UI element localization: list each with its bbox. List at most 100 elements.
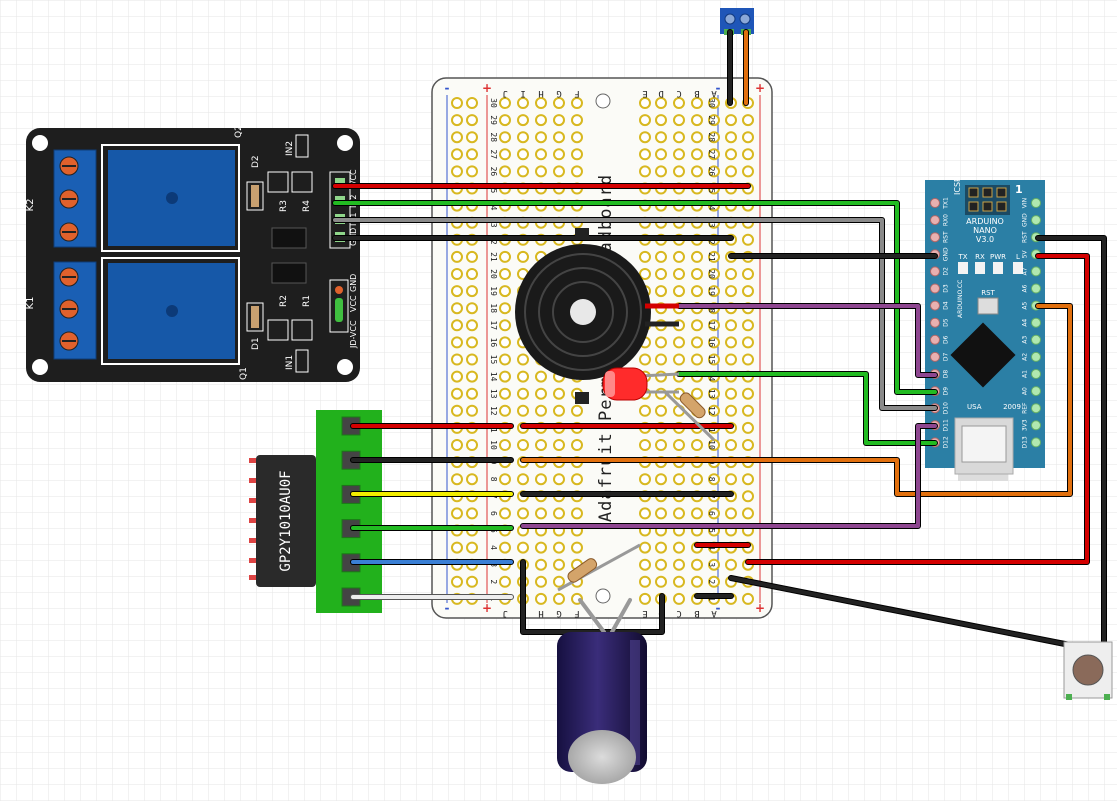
resistor-lead xyxy=(663,390,716,442)
nano-pin-left xyxy=(930,317,940,328)
buzzer-ring xyxy=(538,267,628,357)
buzzer-ring xyxy=(524,253,642,371)
breadboard-hole xyxy=(535,592,547,605)
row-number-left: 2 xyxy=(489,579,498,584)
breadboard-hole xyxy=(673,592,685,605)
push-button[interactable] xyxy=(1063,641,1113,700)
wire-red-5v[interactable] xyxy=(746,254,1089,564)
breadboard-hole xyxy=(535,148,547,161)
row-letter-top: B xyxy=(694,88,699,98)
row-number-left: 10 xyxy=(489,440,498,450)
nano-pin-right xyxy=(1031,317,1041,328)
relay-mark xyxy=(166,192,178,204)
relay-mark xyxy=(166,305,178,317)
breadboard-hole xyxy=(451,575,463,588)
breadboard-hole xyxy=(451,148,463,161)
breadboard-hole xyxy=(742,319,754,332)
breadboard-hole xyxy=(571,404,583,417)
breadboard-hole xyxy=(742,421,754,434)
wire-black-button[interactable] xyxy=(729,576,1072,647)
nano-pin-label-left: D10 xyxy=(943,402,950,414)
row-number-right: 3 xyxy=(707,562,716,567)
breadboard-hole xyxy=(708,97,720,109)
nano-pin-right xyxy=(1031,215,1041,226)
electrolytic-capacitor xyxy=(557,632,647,784)
breadboard-hole xyxy=(708,250,720,263)
breadboard-hole xyxy=(466,507,478,520)
row-number-left: 19 xyxy=(489,286,498,296)
breadboard-hole xyxy=(451,541,463,554)
buzzer-ring xyxy=(552,281,614,343)
nano-pin-label-right: GND xyxy=(1022,213,1029,227)
breadboard-hole xyxy=(553,97,565,109)
breadboard-hole xyxy=(673,439,685,451)
row-number-right: 19 xyxy=(707,286,716,296)
wires xyxy=(332,29,1107,648)
breadboard-hole xyxy=(708,165,720,178)
nano-pin-label-left: D11 xyxy=(943,419,950,431)
breadboard-hole xyxy=(466,285,478,298)
row-letter-top: F xyxy=(574,88,579,98)
row-number-right: 15 xyxy=(707,355,716,365)
button-cap[interactable] xyxy=(1072,654,1104,686)
breadboard-hole xyxy=(655,575,667,588)
breadboard-hole xyxy=(639,114,651,127)
wire-green-led[interactable] xyxy=(677,372,937,445)
breadboard-hole xyxy=(499,353,511,366)
wire-orange-a5[interactable] xyxy=(521,304,1072,496)
breadboard-hole xyxy=(673,575,685,588)
breadboard-hole xyxy=(673,97,685,109)
breadboard-hole xyxy=(639,507,651,520)
rail-sign: + xyxy=(755,601,765,615)
breadboard-hole xyxy=(517,387,529,400)
nano-pin-right xyxy=(1031,386,1041,397)
sensor-body xyxy=(256,455,316,587)
breadboard-hole xyxy=(517,370,529,383)
breadboard-hole xyxy=(691,97,703,109)
row-number-right: 16 xyxy=(707,338,716,348)
relay-module: K2 K1 Q2 D2 IN2 R3 R4 R2 R1 D1 Q1 IN1 VC… xyxy=(25,125,360,382)
breadboard-hole xyxy=(655,114,667,127)
nano-pin-label-right: D13 xyxy=(1022,436,1029,448)
wire-green-in2[interactable] xyxy=(333,201,937,394)
wire-purple-buzzer[interactable] xyxy=(677,304,937,377)
breadboard-hole xyxy=(466,439,478,451)
breadboard-hole xyxy=(535,558,547,571)
button-pin xyxy=(1066,694,1072,700)
breadboard-hole xyxy=(535,114,547,127)
rail-sign: - xyxy=(716,81,721,95)
row-number-left: 27 xyxy=(489,149,498,159)
breadboard-hole xyxy=(708,148,720,161)
breadboard-hole xyxy=(499,148,511,161)
breadboard-hole xyxy=(725,319,737,332)
sensor-connector-pins xyxy=(249,458,256,580)
screw xyxy=(739,13,751,25)
breadboard-hole xyxy=(691,353,703,366)
row-number-left: 16 xyxy=(489,338,498,348)
label-r3: R3 xyxy=(279,200,289,212)
breadboard-hole xyxy=(655,148,667,161)
breadboard-hole xyxy=(553,558,565,571)
wire-purple-sensor[interactable] xyxy=(521,424,937,528)
breadboard-hole xyxy=(499,319,511,332)
row-number-left: 17 xyxy=(489,320,498,330)
breadboard-hole xyxy=(725,165,737,178)
nano-pin-label-right: VIN xyxy=(1022,198,1029,208)
breadboard-hole xyxy=(708,387,720,400)
nano-pin-label-right: RST xyxy=(1022,231,1029,243)
reset-button[interactable] xyxy=(977,297,999,315)
breadboard-hole xyxy=(535,575,547,588)
row-number-left: 14 xyxy=(489,372,498,382)
row-number-right: 20 xyxy=(707,269,716,279)
breadboard-hole xyxy=(466,131,478,144)
breadboard-hole xyxy=(742,404,754,417)
breadboard-hole xyxy=(517,473,529,486)
led-in2 xyxy=(295,134,309,158)
row-number-right: 29 xyxy=(707,115,716,125)
row-letter-bottom: G xyxy=(556,608,561,618)
breadboard-hole xyxy=(639,404,651,417)
wire-black-rst[interactable] xyxy=(1036,236,1106,647)
label-r4: R4 xyxy=(302,200,312,212)
wire-gray-in1[interactable] xyxy=(333,218,937,410)
nano-title-2: NANO xyxy=(973,226,997,235)
